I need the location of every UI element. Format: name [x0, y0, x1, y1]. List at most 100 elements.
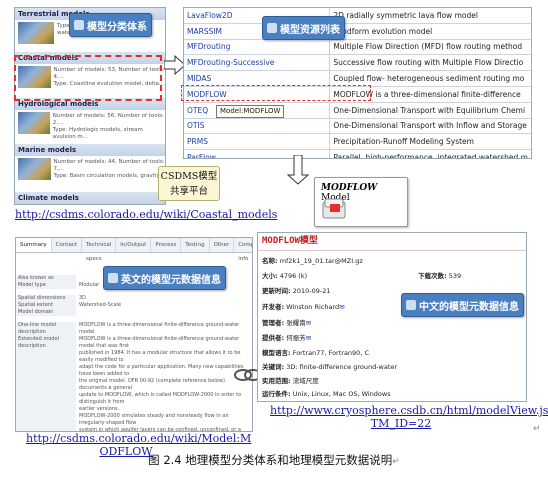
meta-name: 名称: mf2k1_19_01.tar@MZI.gz	[262, 257, 363, 265]
modflow-card-suffix: Model	[321, 193, 350, 203]
wiki-field-row: MODFLOW-2000 simulates steady and nonste…	[16, 413, 252, 427]
wiki-field-key	[16, 406, 76, 413]
category-header[interactable]: Climate models	[15, 192, 165, 204]
wiki-field-row: earlier versions.	[16, 406, 252, 413]
wiki-field-value: published in 1984. It has a modular stru…	[79, 350, 241, 363]
resource-name-link[interactable]: MFDrouting	[184, 39, 331, 56]
resource-description: 2D radially symmetric lava flow model	[329, 8, 531, 24]
wiki-tab[interactable]: Technical specs	[82, 238, 117, 262]
category-type: Type: ...	[57, 23, 79, 29]
arrow-right-icon	[164, 55, 186, 75]
category-type: Type: Hydrologic models, stream avulsion…	[52, 127, 143, 140]
resource-name-link[interactable]: PRMS	[184, 133, 331, 151]
category-counts: Number of models: 56, Number of tools: 2…	[52, 113, 164, 126]
resource-name-link[interactable]: MODFLOW	[184, 86, 331, 103]
cn-callout: 中文的模型元数据信息	[401, 293, 524, 317]
meta-provider: 提供者: 何振芳✉	[262, 334, 312, 342]
meta-developer: 开发者: Winston Richard✉	[262, 303, 345, 311]
wiki-field-key: Model type	[16, 282, 76, 289]
link-coastal-models[interactable]: http://csdms.colorado.edu/wiki/Coastal_m…	[15, 208, 278, 221]
resource-description: MODFLOW is a three-dimensional finite-di…	[329, 86, 531, 103]
wiki-field-value: Watershed-Scale	[79, 302, 122, 308]
wiki-field-value: the original model. OFR 00-92 (complete …	[79, 378, 225, 391]
wiki-tab[interactable]: Testing	[181, 238, 210, 252]
resource-description: Multiple Flow Direction (MFD) flow routi…	[329, 39, 531, 56]
wiki-field-value: adapt the code for a particular applicat…	[79, 364, 244, 377]
wiki-field-key	[16, 392, 76, 406]
meta-language: 模型语言: Fortran77, Fortran90, C	[262, 349, 369, 357]
classification-callout: 模型分类体系	[69, 13, 152, 37]
wiki-tab[interactable]: Summary	[16, 238, 52, 252]
wiki-field-key	[16, 427, 76, 431]
wiki-field-value: 3D	[79, 295, 87, 301]
meta-manager: 管理者: 张耀南✉	[262, 319, 312, 327]
category-hydrological[interactable]: Hydrological models Number of models: 56…	[15, 98, 165, 140]
figure-caption: 图 2.4 地理模型分类体系和地理模型元数据说明↵	[148, 453, 400, 467]
callout-icon	[74, 20, 84, 30]
link-wiki-modflow[interactable]: http://csdms.colorado.edu/wiki/Model:M O…	[26, 432, 252, 458]
callout-icon	[406, 300, 416, 310]
csdms-label-line2: 共享平台	[169, 186, 208, 197]
wiki-tab[interactable]: Component info	[234, 238, 252, 262]
category-climate[interactable]: Climate models	[15, 192, 165, 204]
wiki-field-key	[16, 364, 76, 378]
meta-downloads: 下载次数: 539	[418, 272, 462, 280]
link-cryosphere-modelview[interactable]: http://www.cryosphere.csdb.cn/html/model…	[270, 404, 548, 430]
category-thumbnail	[18, 22, 54, 44]
wiki-field-value	[76, 309, 252, 316]
wiki-field-key	[16, 378, 76, 392]
resource-description: Successive flow routing with Multiple Fl…	[329, 54, 531, 72]
wiki-tab[interactable]: Process	[151, 238, 182, 252]
resource-name-link[interactable]: MFDrouting-Successive	[184, 54, 331, 72]
category-thumbnail	[18, 66, 51, 88]
wiki-field-key: One-line model description	[16, 322, 76, 336]
category-header[interactable]: Hydrological models	[15, 98, 165, 110]
wiki-tab[interactable]: In/Output	[116, 238, 152, 252]
modflow-model-card: MODFLOW Model	[314, 177, 408, 227]
wiki-tab[interactable]: Contact	[52, 238, 82, 252]
resources-callout: 模型资源列表	[262, 16, 345, 40]
cn-metadata-panel: MODFLOW模型 名称: mf2k1_19_01.tar@MZI.gz 大小:…	[257, 232, 527, 402]
wiki-field-key	[16, 350, 76, 364]
wiki-field-row: system in which aquifer layers can be co…	[16, 427, 252, 432]
paragraph-mark: ↵	[533, 424, 541, 434]
wiki-field-row: update to MODFLOW, which is called MODFL…	[16, 392, 252, 406]
resource-description: One-Dimensional Transport with Inflow an…	[329, 118, 531, 135]
resource-description: One-Dimensional Transport with Equilibri…	[329, 102, 531, 119]
resource-description: Landform evolution model	[329, 23, 531, 40]
resource-name-link[interactable]: OTIS	[184, 118, 331, 135]
wiki-tab[interactable]: Other	[210, 238, 235, 252]
category-marine[interactable]: Marine models Number of models: 44, Numb…	[15, 144, 165, 182]
wiki-field-key	[16, 413, 76, 427]
resource-name-link[interactable]: ParFlow	[184, 149, 331, 158]
category-type: Type: Coastline evolution model, delta..…	[53, 81, 165, 87]
category-thumbnail	[18, 158, 51, 180]
wiki-field-row: adapt the code for a particular applicat…	[16, 364, 252, 378]
wiki-field-key: Extended model description	[16, 336, 76, 350]
category-header[interactable]: Marine models	[15, 144, 165, 156]
callout-icon	[267, 23, 277, 33]
meta-os: 运行条件: Unix, Linux, Mac OS, Windows	[262, 390, 391, 398]
modflow-tooltip: Model:MODFLOW	[216, 105, 285, 118]
modflow-row-highlight	[181, 85, 371, 101]
classification-panel: Terrestrial models Type: ...water balanc…	[14, 7, 166, 205]
wiki-field-value: system in which aquifer layers can be co…	[79, 427, 241, 432]
wiki-field-value: MODFLOW is a three-dimensional finite-di…	[79, 322, 240, 335]
resource-description: Precipitation-Runoff Modeling System	[329, 133, 531, 151]
modflow-card-title: MODFLOW	[321, 183, 378, 193]
